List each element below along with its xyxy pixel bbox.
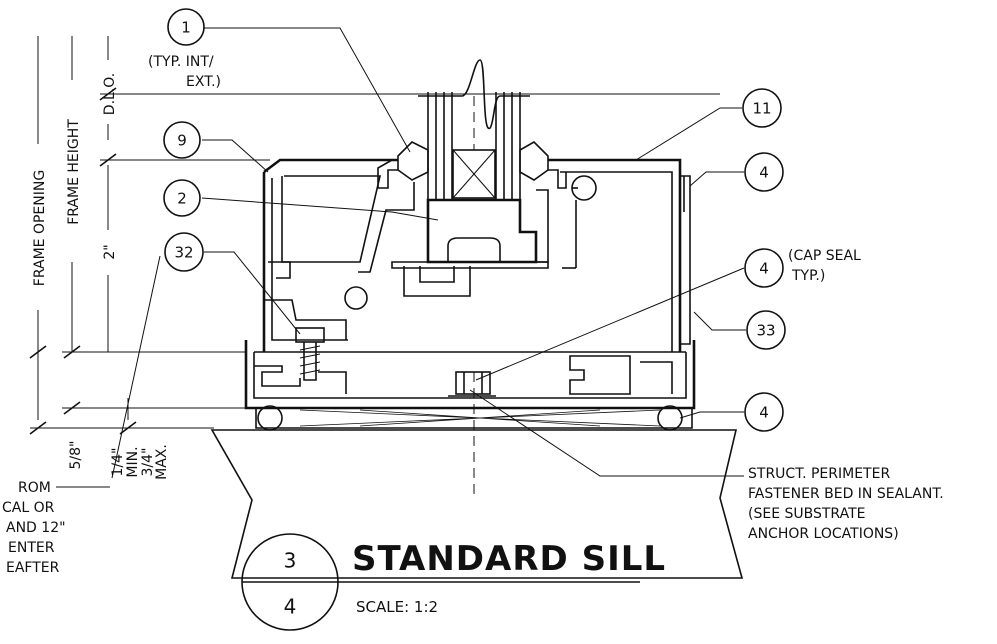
drawing-title: STANDARD SILL: [352, 539, 666, 579]
dlo-label: D.L.O.: [102, 73, 118, 115]
callout-4-cap-number: 4: [759, 164, 769, 182]
leader-lines: [111, 27, 746, 479]
note-typ-int-2: EXT.): [186, 74, 221, 90]
callout-32: 32: [164, 232, 204, 272]
callout-33: 33: [746, 310, 786, 350]
sheet-number: 4: [284, 595, 297, 619]
five-eighths-label: 5/8": [68, 441, 84, 470]
drawing-scale: SCALE: 1:2: [356, 598, 438, 616]
callout-4-seal: 4: [744, 248, 784, 288]
note-left-2: CAL OR: [2, 500, 55, 516]
title-block: 3 4 STANDARD SILL SCALE: 1:2: [241, 533, 666, 631]
callout-32-number: 32: [174, 244, 193, 262]
callout-11-number: 11: [752, 100, 771, 118]
setting-block: [426, 198, 538, 264]
callout-9-number: 9: [177, 132, 187, 150]
callout-4-base-number: 4: [759, 404, 769, 422]
callout-4-base: 4: [744, 392, 784, 432]
note-left-1: ROM: [18, 480, 51, 496]
callout-4-cap: 4: [744, 152, 784, 192]
note-struct-2: FASTENER BED IN SEALANT.: [748, 486, 944, 502]
detail-number: 3: [284, 549, 297, 573]
callout-2: 2: [163, 179, 201, 217]
note-left-3: AND 12": [6, 520, 66, 536]
note-struct-3: (SEE SUBSTRATE: [748, 506, 865, 522]
callout-2-number: 2: [177, 190, 187, 208]
note-cap-seal-1: (CAP SEAL: [788, 248, 861, 264]
dimension-lines: [29, 36, 720, 435]
frame-opening-label: FRAME OPENING: [32, 170, 48, 286]
callout-9: 9: [163, 121, 201, 159]
frame-height-label: FRAME HEIGHT: [66, 119, 82, 225]
three-quarter-label: 3/4": [140, 448, 156, 477]
sill-receptor: [244, 327, 696, 410]
two-inch-label: 2": [102, 244, 118, 259]
shims-and-seals: [255, 405, 693, 431]
note-cap-seal-2: TYP.): [791, 268, 825, 284]
note-typ-int-1: (TYP. INT/: [148, 54, 214, 70]
glass-unit: [418, 59, 530, 500]
sill-frame: [262, 158, 691, 352]
substrate: [210, 429, 744, 579]
callout-4-seal-number: 4: [759, 260, 769, 278]
callout-1-number: 1: [181, 19, 191, 37]
three-quarter-label-2: MAX.: [154, 444, 170, 480]
note-struct-4: ANCHOR LOCATIONS): [748, 526, 899, 542]
callout-11: 11: [742, 88, 782, 128]
note-struct-1: STRUCT. PERIMETER: [748, 466, 890, 482]
note-left-5: EAFTER: [6, 560, 60, 576]
glazing-gaskets: [397, 141, 549, 181]
note-left-4: ENTER: [8, 540, 55, 556]
callout-1: 1: [167, 8, 205, 46]
quarter-min-label-2: MIN.: [125, 446, 141, 477]
callout-33-number: 33: [756, 322, 775, 340]
